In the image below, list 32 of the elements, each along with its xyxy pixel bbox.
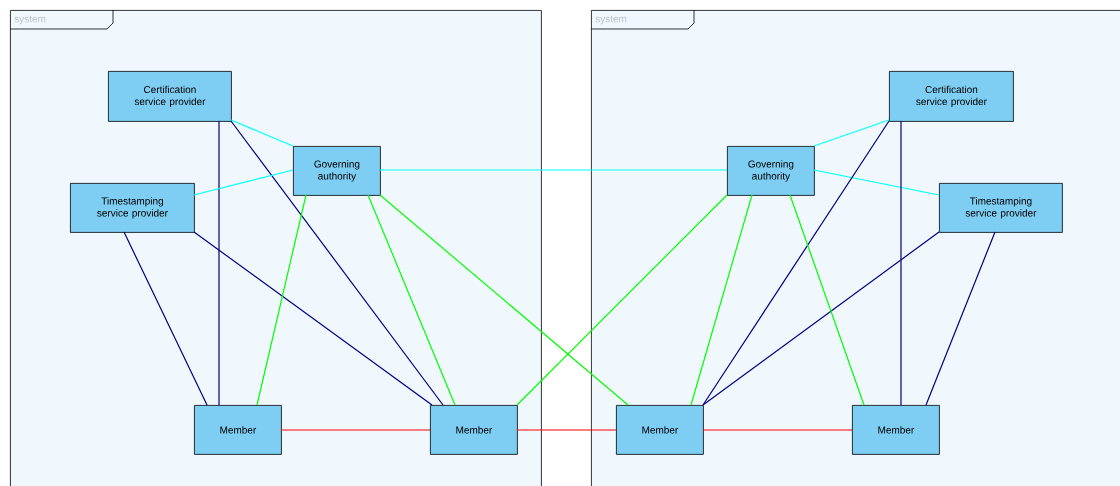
connector-line — [690, 194, 753, 406]
process-box: Certification service provider — [889, 71, 1014, 122]
connector-line — [280, 429, 431, 431]
process-box: Timestamping service provider — [70, 183, 195, 233]
connector-line — [218, 120, 220, 406]
connector-line — [900, 120, 902, 406]
connector-line — [230, 119, 294, 147]
process-box: Member — [430, 405, 518, 455]
connector-line — [789, 194, 865, 406]
process-box: Governing authority — [727, 146, 815, 196]
process-box: Member — [852, 405, 940, 455]
connector-line — [379, 169, 728, 171]
connector-line — [230, 120, 444, 406]
connector-line — [516, 429, 617, 431]
process-box: Certification service provider — [108, 71, 232, 122]
connector-line — [813, 119, 890, 147]
connector-line — [379, 194, 629, 406]
process-box: Member — [194, 405, 282, 455]
connector-line — [702, 429, 853, 431]
process-box: Governing authority — [293, 146, 381, 196]
connector-line — [193, 169, 294, 196]
connector-line — [516, 194, 728, 406]
process-box: Timestamping service provider — [939, 183, 1063, 233]
connector-line — [813, 169, 940, 196]
connector-line — [702, 120, 890, 406]
connector-line — [925, 231, 996, 406]
connector-line — [702, 231, 940, 406]
connector-line — [256, 194, 307, 406]
connector-line — [193, 231, 433, 406]
process-box: Member — [616, 405, 704, 455]
connector-line — [123, 231, 208, 406]
connector-line — [367, 194, 456, 406]
